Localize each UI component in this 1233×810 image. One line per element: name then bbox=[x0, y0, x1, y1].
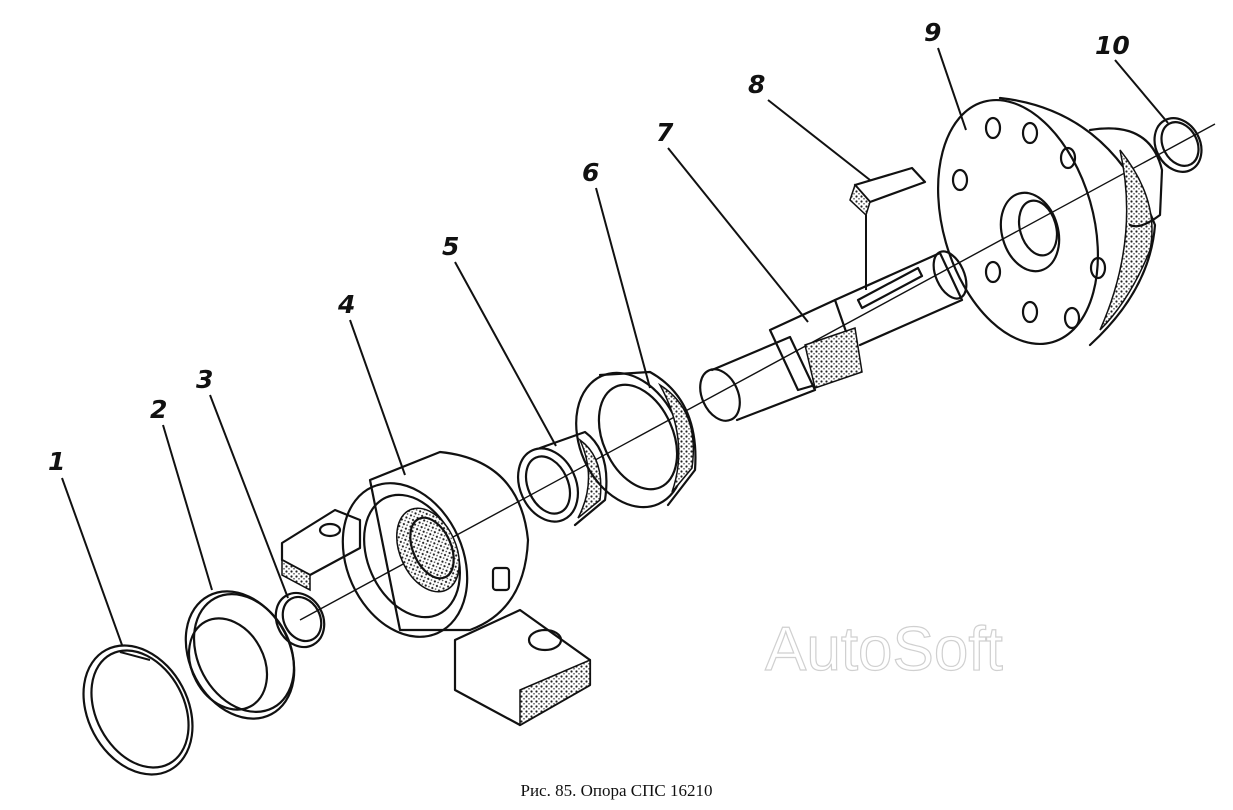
callout-7: 7 bbox=[656, 118, 674, 147]
leader-4 bbox=[349, 319, 406, 476]
callout-10: 10 bbox=[1095, 31, 1130, 60]
part-2-cover bbox=[184, 590, 296, 720]
leader-10 bbox=[1114, 59, 1169, 124]
callout-5: 5 bbox=[442, 232, 459, 261]
leader-7 bbox=[667, 147, 809, 323]
part-1-snap-ring bbox=[82, 644, 194, 776]
callout-4: 4 bbox=[337, 290, 355, 319]
callout-9: 9 bbox=[924, 18, 941, 47]
leader-3 bbox=[209, 394, 289, 599]
part-5-sleeve bbox=[517, 430, 608, 527]
callout-6: 6 bbox=[582, 158, 599, 187]
leader-9 bbox=[937, 47, 967, 131]
part-6-bearing-ring bbox=[575, 370, 697, 509]
leader-8 bbox=[767, 99, 871, 181]
part-10-retaining-ring bbox=[1153, 117, 1203, 173]
callout-8: 8 bbox=[748, 70, 765, 99]
callout-1: 1 bbox=[48, 447, 65, 476]
watermark: AutoSoft bbox=[765, 615, 1003, 684]
leader-6 bbox=[595, 187, 651, 389]
part-4-bearing-housing bbox=[280, 450, 592, 727]
part-9-flange bbox=[936, 96, 1164, 347]
part-7-shaft bbox=[699, 250, 968, 422]
leader-5 bbox=[454, 261, 557, 447]
leader-1 bbox=[61, 477, 123, 646]
callout-2: 2 bbox=[150, 395, 167, 424]
figure-caption: Рис. 85. Опора СПС 16210 bbox=[520, 781, 713, 800]
part-8-key bbox=[849, 166, 927, 290]
leader-2 bbox=[162, 424, 213, 591]
callout-3: 3 bbox=[196, 365, 213, 394]
